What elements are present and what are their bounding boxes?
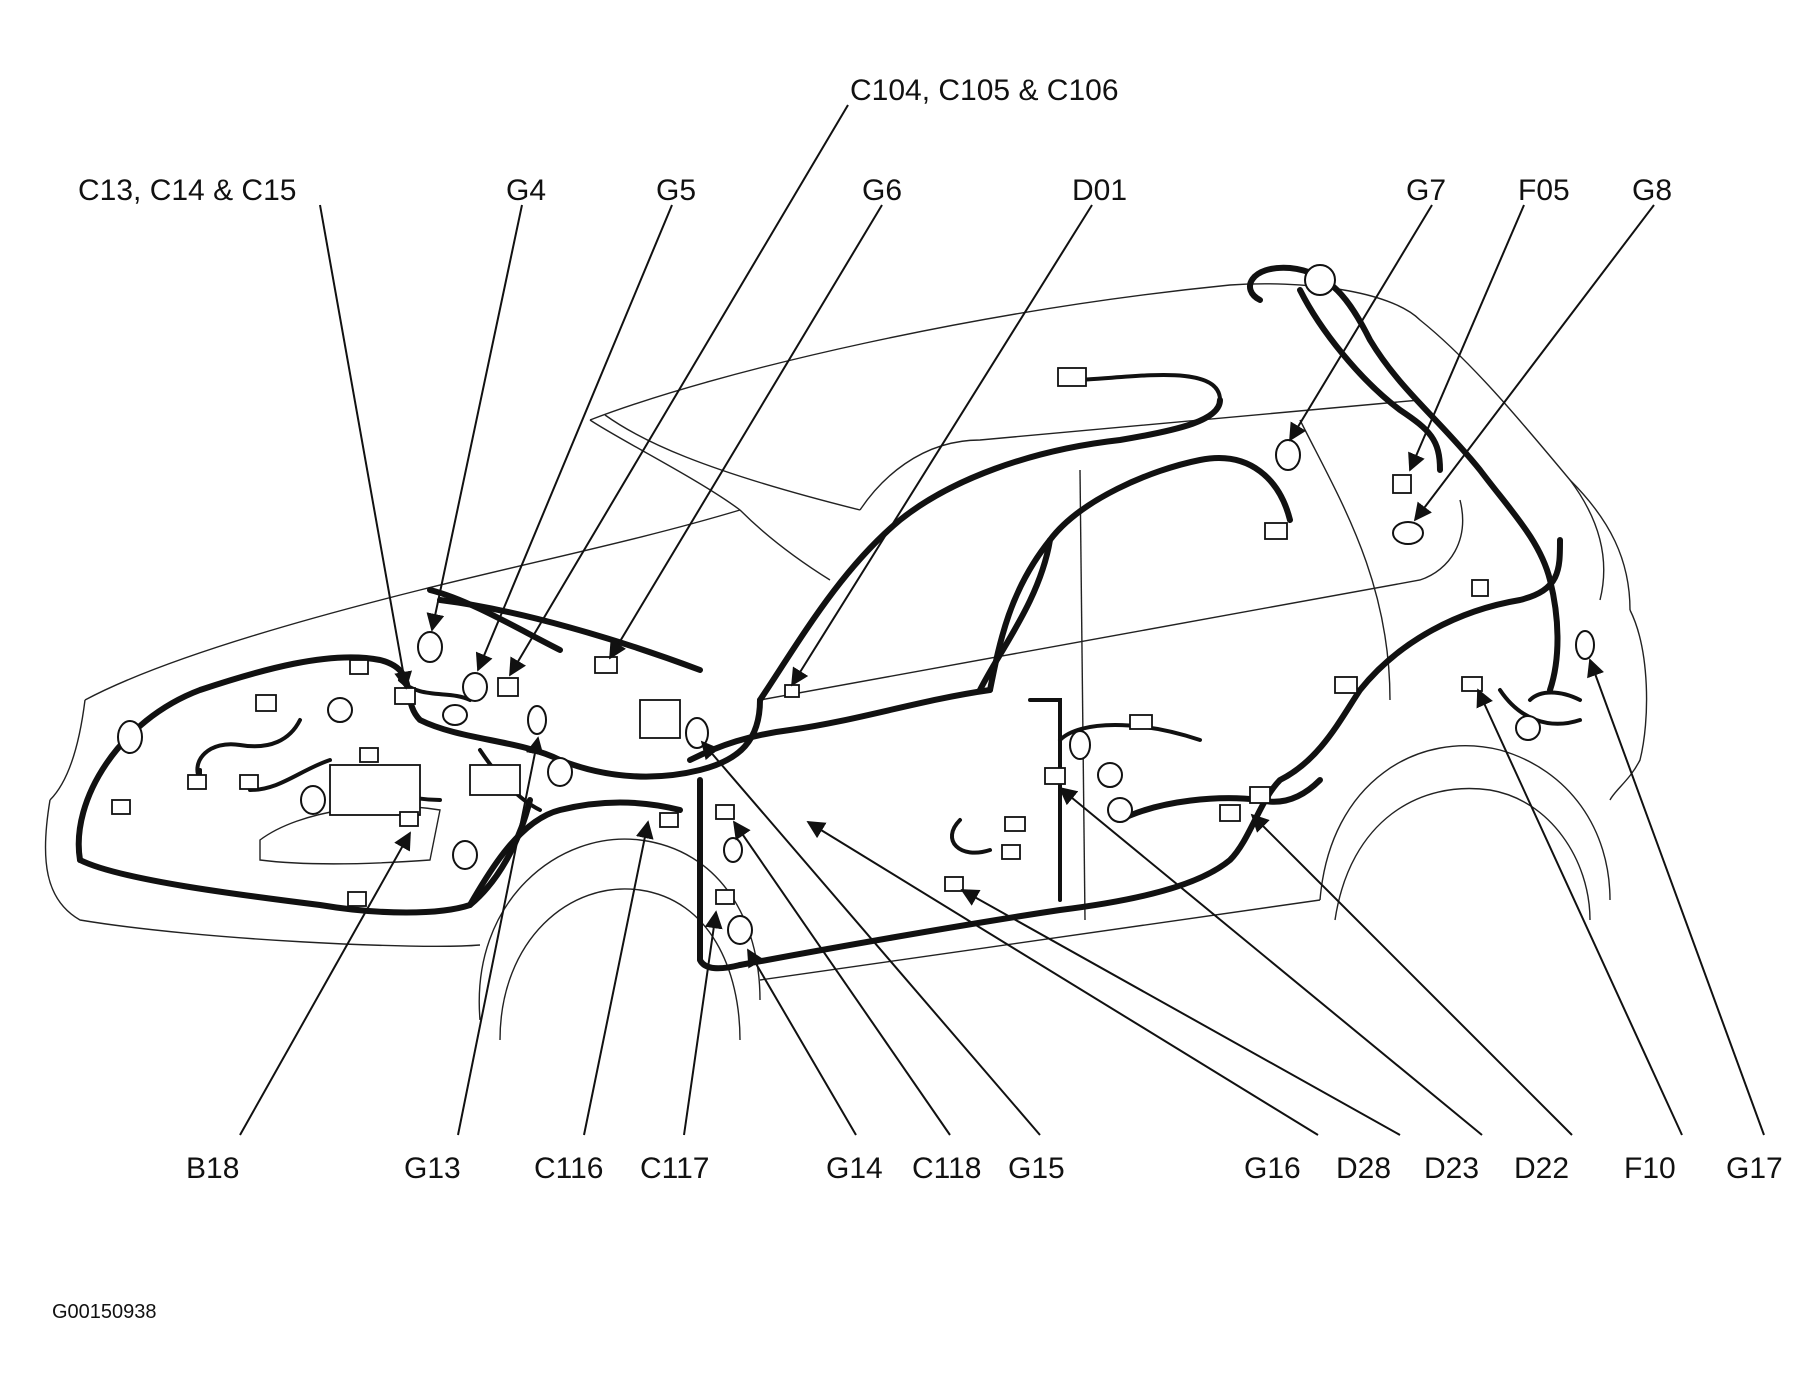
callout-g6: G6 <box>862 174 902 207</box>
callout-d23: D23 <box>1424 1152 1479 1185</box>
callout-c116: C116 <box>534 1152 604 1185</box>
main-harness <box>75 264 1582 972</box>
callout-f10: F10 <box>1624 1152 1676 1185</box>
callout-g8: G8 <box>1632 174 1672 207</box>
callout-g7: G7 <box>1406 174 1446 207</box>
callout-b18: B18 <box>186 1152 239 1185</box>
callout-f05: F05 <box>1518 174 1570 207</box>
callout-c118: C118 <box>912 1152 982 1185</box>
callout-g5: G5 <box>656 174 696 207</box>
diagram-id: G00150938 <box>52 1301 157 1323</box>
callout-g17: G17 <box>1726 1152 1783 1185</box>
components <box>111 264 1595 945</box>
leader-lines <box>239 104 1765 1136</box>
callout-c13-c14-c15: C13, C14 & C15 <box>78 174 296 207</box>
callout-g16: G16 <box>1244 1152 1301 1185</box>
callout-d01: D01 <box>1072 174 1127 207</box>
relay-box <box>639 699 681 739</box>
callouts-top: C13, C14 & C15 G4 G5 C104, C105 & C106 G… <box>78 74 1672 207</box>
callout-g14: G14 <box>826 1152 883 1185</box>
callout-c104-c105-c106: C104, C105 & C106 <box>850 74 1119 107</box>
vehicle-body-outline <box>44 283 1648 1041</box>
callouts-bottom: B18 G13 C116 C117 G14 C118 G15 G16 D28 D… <box>186 1152 1783 1185</box>
callout-d22: D22 <box>1514 1152 1569 1185</box>
callout-d28: D28 <box>1336 1152 1391 1185</box>
callout-g4: G4 <box>506 174 546 207</box>
callout-g15: G15 <box>1008 1152 1065 1185</box>
callout-g13: G13 <box>404 1152 461 1185</box>
battery <box>329 764 421 816</box>
callout-c117: C117 <box>640 1152 710 1185</box>
fuse-block <box>469 764 521 796</box>
